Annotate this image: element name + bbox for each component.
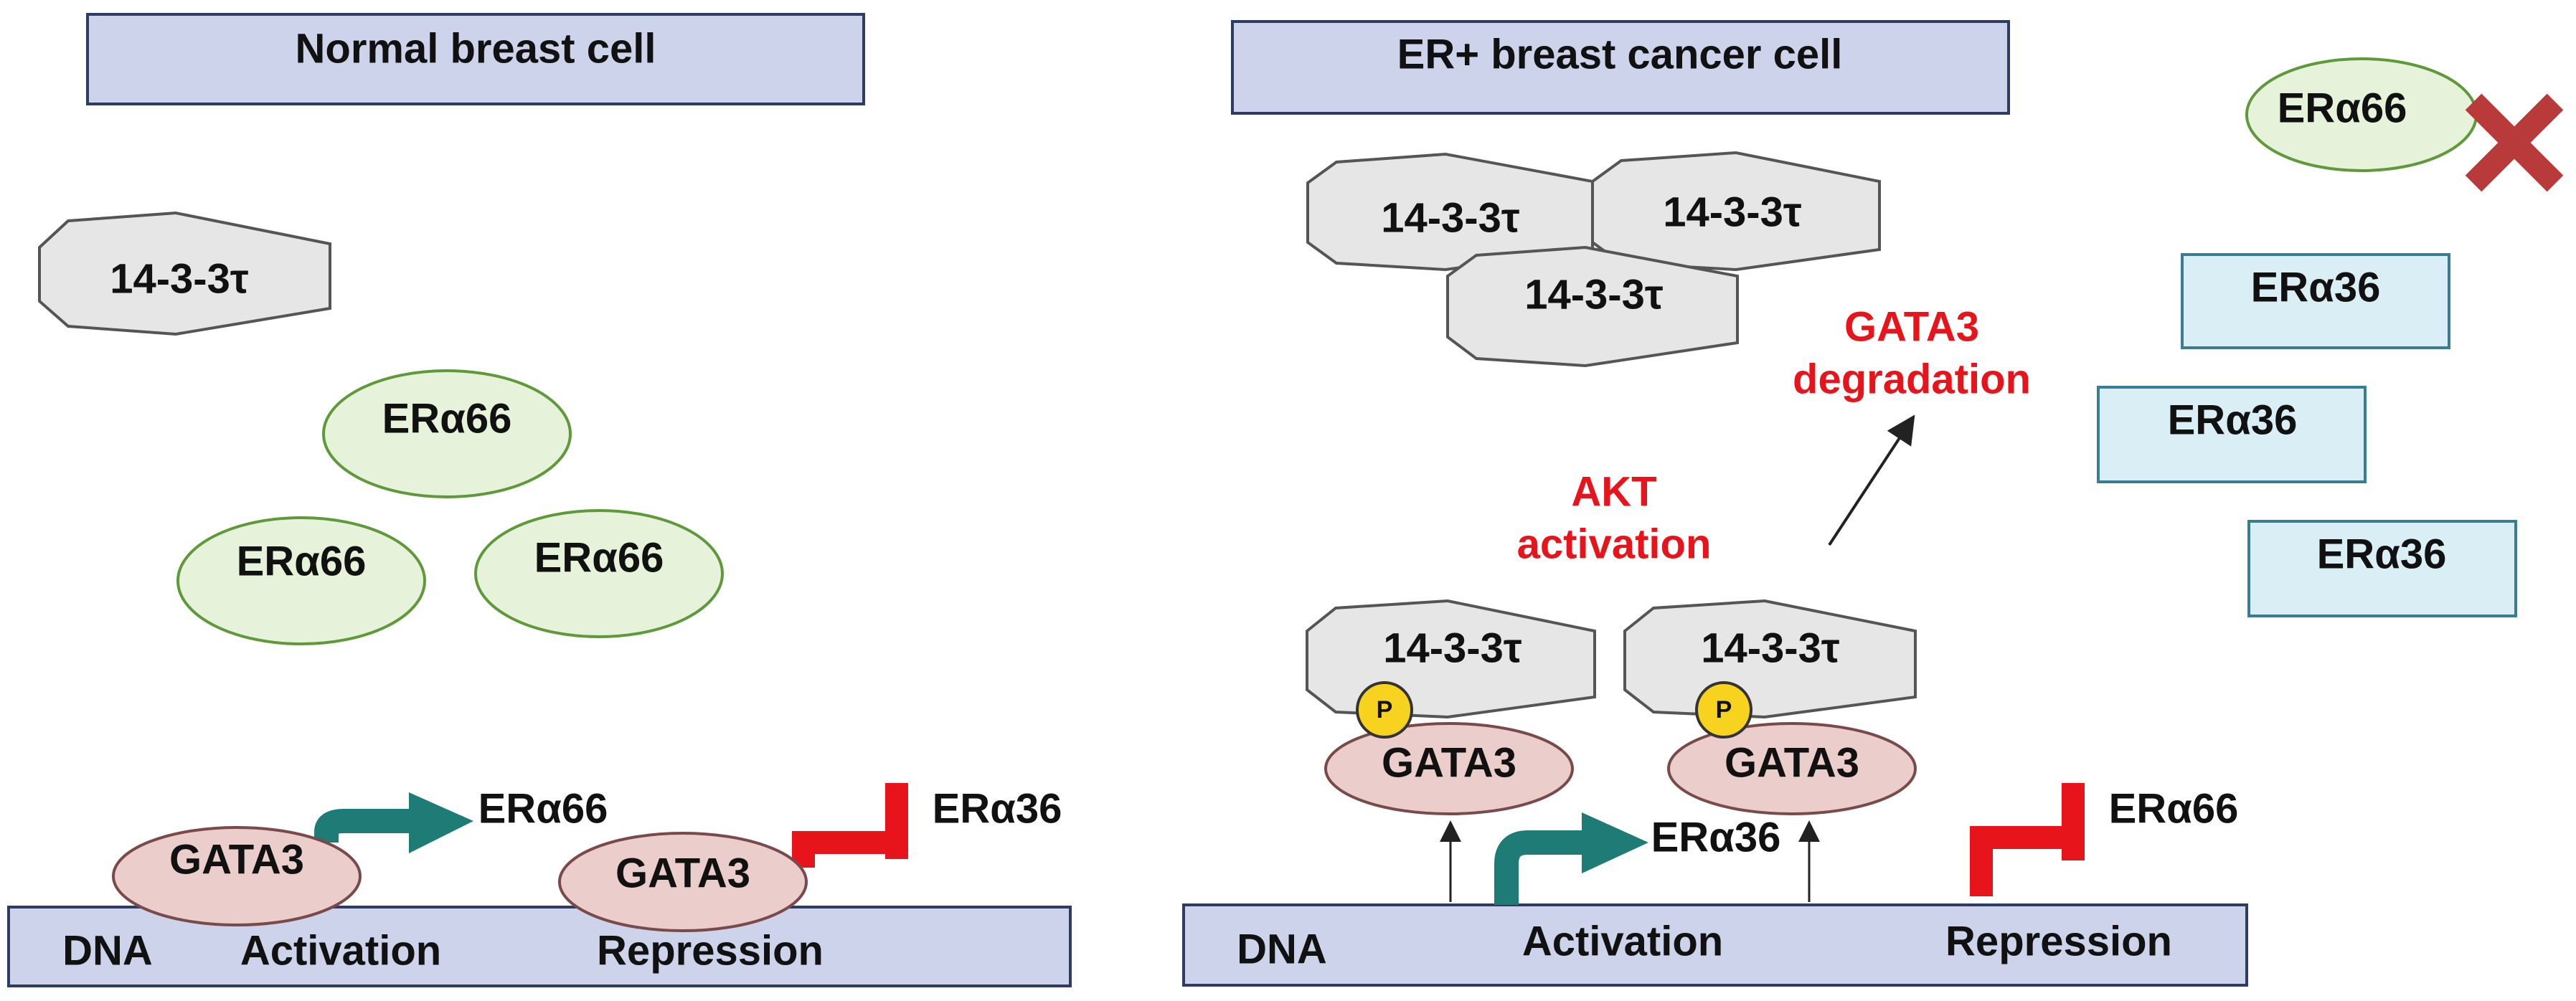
eralpha36-label: ERα36 [2317, 531, 2447, 577]
eralpha66-cell-3: ERα66 [474, 509, 724, 638]
right-activated-gene: ERα36 [1651, 814, 1781, 860]
right-repression-label: Repression [1945, 918, 2172, 964]
left-gata3-a: GATA3 [112, 826, 362, 926]
protein-label: 14-3-3τ [1524, 271, 1664, 318]
gata3-degradation-line-2: degradation [1793, 356, 2031, 402]
eralpha36-box: ERα36 [2181, 253, 2450, 349]
gata3-label: GATA3 [169, 836, 304, 883]
left-dna-label: DNA [62, 927, 153, 974]
eralpha36-box: ERα36 [2097, 386, 2367, 483]
gata3-degradation-line-1: GATA3 [1844, 303, 1979, 350]
eralpha66-cell-1: ERα66 [322, 369, 572, 498]
eralpha66-label: ERα66 [534, 534, 664, 581]
protein-14-3-3-tau: 14-3-3τ [38, 211, 331, 336]
left-repressed-gene: ERα36 [933, 785, 1062, 832]
gata3-label: GATA3 [1725, 739, 1859, 786]
degradation-arrow [1828, 414, 1915, 546]
gata3-body [1667, 722, 1917, 815]
left-title-box [86, 13, 865, 105]
left-gata3-b: GATA3 [558, 832, 808, 932]
eralpha66-degraded: ERα66 [2245, 57, 2564, 192]
protein-label: 14-3-3τ [1381, 194, 1520, 241]
eralpha66-label: ERα66 [382, 395, 512, 442]
left-activation-label: Activation [240, 927, 441, 974]
phospho-icon: P [1356, 681, 1413, 739]
gata3-body [1324, 722, 1574, 815]
eralpha36-label: ERα36 [2168, 397, 2298, 443]
right-repression-bar [1970, 783, 2085, 896]
protein-label: 14-3-3τ [1383, 625, 1522, 671]
right-activation-arrow [1494, 812, 1648, 905]
eralpha66-cell-2: ERα66 [176, 516, 426, 645]
right-title-box [1231, 20, 2010, 115]
left-repression-label: Repression [597, 927, 824, 974]
left-title: Normal breast cell [296, 25, 656, 72]
protein-14-3-3-tau: 14-3-3τ [1591, 151, 1881, 272]
left-dna-bar [7, 906, 1072, 987]
right-panel: ER+ breast cancer cell 14-3-3τ 14-3-3τ 1… [1182, 20, 2564, 987]
left-panel: Normal breast cell 14-3-3τ ERα66 ERα66 E… [7, 13, 1072, 987]
complex-b: 14-3-3τ GATA3 P [1623, 599, 1917, 815]
right-activation-label: Activation [1522, 918, 1723, 964]
left-activation-arrow [314, 792, 473, 853]
right-title: ER+ breast cancer cell [1397, 31, 1843, 77]
right-dna-bar [1182, 903, 2248, 987]
gata3-label: GATA3 [615, 850, 750, 896]
phospho-label: P [1716, 696, 1732, 724]
akt-activation-line-2: activation [1517, 521, 1712, 567]
akt-activation-line-1: AKT [1571, 468, 1656, 515]
right-dna-label: DNA [1237, 926, 1327, 972]
cross-icon [2465, 93, 2564, 192]
phospho-icon: P [1695, 681, 1752, 739]
eralpha36-label: ERα36 [2251, 264, 2381, 310]
eralpha66-label: ERα66 [237, 538, 367, 584]
gata3-label: GATA3 [1382, 739, 1516, 786]
left-activated-gene: ERα66 [478, 785, 608, 832]
complex-a: 14-3-3τ GATA3 P [1306, 599, 1596, 815]
protein-14-3-3-tau: 14-3-3τ [1446, 245, 1739, 368]
left-repression-bar [792, 783, 908, 868]
protein-label: 14-3-3τ [1701, 625, 1840, 671]
protein-14-3-3-tau-label: 14-3-3τ [110, 255, 249, 302]
protein-label: 14-3-3τ [1663, 189, 1802, 235]
protein-14-3-3-tau: 14-3-3τ [1306, 152, 1594, 272]
eralpha66-label: ERα66 [2278, 85, 2407, 131]
right-repressed-gene: ERα66 [2109, 785, 2239, 832]
eralpha36-box: ERα36 [2247, 520, 2517, 617]
phospho-label: P [1377, 696, 1393, 724]
protein-cluster: 14-3-3τ 14-3-3τ 14-3-3τ [1306, 151, 1881, 368]
